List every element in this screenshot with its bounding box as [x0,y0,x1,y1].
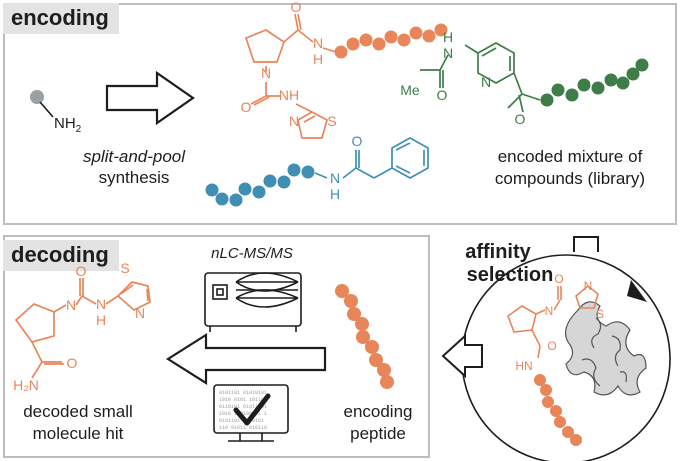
svg-text:1010 0101 10110: 1010 0101 10110 [219,397,264,403]
hit-ring-n: N [66,297,76,313]
svg-text:110 01011 010110: 110 01011 010110 [219,425,267,431]
green-labels: H N O Me N O [400,29,525,127]
blue-peptide-chain [205,163,315,207]
hit-structure [14,278,151,379]
encoding-panel [3,3,677,225]
orange-labels: O N H N O NH S N [241,0,337,129]
orange-thiazole-n: N [289,113,299,129]
orange-compound [244,13,337,139]
hit-urea-o: O [76,263,87,279]
hit-nh-n: N [96,296,106,312]
solid-support-bead [30,90,44,104]
bound-ligand-labels: O N N S O HN [515,272,604,373]
orange-urea-nh: NH [279,87,299,103]
ligand-o: O [554,272,563,286]
decoding-tab: decoding [3,240,119,271]
blue-compound [314,137,429,179]
selection-entry-arrow [573,236,599,252]
orange-carbonyl-o: O [291,0,302,15]
computer-monitor-icon [213,384,289,442]
orange-amide-h: H [313,51,323,67]
ligand-ring-n: N [545,304,554,318]
protein-target [565,301,647,396]
ligand-thiazole-s: S [596,307,604,321]
ligand-hn: HN [515,359,532,373]
hit-labels: O N N H S N O H₂N [13,260,145,393]
green-ketone-o: O [515,111,526,127]
process-line2: synthesis [99,168,170,187]
hit-thiazole-s: S [120,260,129,276]
hit-thiazole-n: N [135,305,145,321]
selection-line1: affinity [465,241,531,263]
amine-bond [39,101,54,118]
peptide-line1: encoding [343,402,412,421]
hit-line1: decoded small [23,402,133,421]
orange-amide-n: N [313,35,323,51]
blue-amide-h: H [330,186,340,202]
svg-text:1010 110100101 1: 1010 110100101 1 [219,411,267,417]
orange-urea-o: O [241,99,252,115]
blue-carbonyl-o: O [352,133,363,149]
green-acetyl-o: O [437,87,448,103]
result-line1: encoded mixture of [498,147,643,166]
blue-labels: N H O [330,133,363,202]
ligand-amide-o: O [547,339,556,353]
green-nh-n: N [443,45,453,61]
result-line2: compounds (library) [495,169,645,188]
svg-text:0101101 0110101: 0101101 0110101 [219,418,264,424]
decoding-panel [3,235,430,458]
hit-amide-o: O [67,355,78,371]
check-icon [233,393,271,426]
circle-arrowhead [627,280,647,302]
svg-text:0101101 01010101: 0101101 01010101 [219,390,267,396]
green-pyridine-n: N [481,74,491,90]
hit-line2: molecule hit [33,424,124,443]
green-compound [420,42,541,113]
bound-peptide-beads [534,374,582,446]
svg-text:0110101 01011 01: 0110101 01011 01 [219,404,267,410]
selection-line2: selection [467,264,554,286]
orange-ring-n: N [261,65,271,81]
synthesis-arrow [105,70,195,126]
peptide-line2: peptide [350,424,406,443]
encoding-tab: encoding [3,3,119,34]
bound-ligand [507,284,599,359]
return-arrow [441,333,483,379]
binary-code-text: 0101101 01010101 1010 0101 10110 0110101… [219,390,267,431]
green-peptide-chain [540,58,649,107]
mass-spectrometer-icon [204,272,302,332]
process-line1: split-and-pool [83,147,186,166]
encoding-peptide-beads [335,284,394,389]
decoding-arrow [165,333,327,385]
orange-thiazole-s: S [327,113,336,129]
ligand-thiazole-n: N [584,279,593,293]
blue-amide-n: N [330,170,340,186]
hit-nh-h: H [96,312,106,328]
green-methyl: Me [400,82,420,98]
hit-amide-h2n: H₂N [13,377,39,393]
amine-label: NH2 [54,115,82,135]
green-nh-h: H [443,29,453,45]
instrument-label: nLC-MS/MS [211,245,293,262]
orange-peptide-chain [334,23,448,59]
